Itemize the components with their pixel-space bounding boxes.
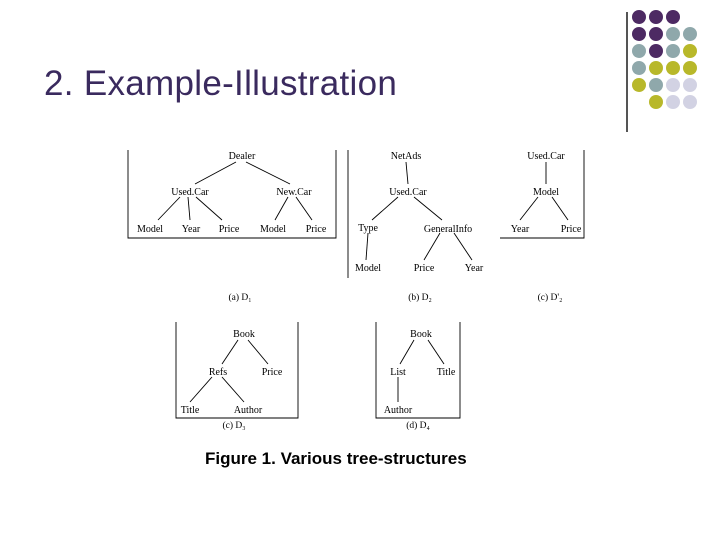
decorative-dot — [666, 27, 680, 41]
tree-d1-frame — [127, 150, 337, 239]
figure-caption: Figure 1. Various tree-structures — [205, 449, 467, 468]
decorative-dot — [666, 78, 680, 92]
decorative-dot — [649, 10, 663, 24]
tree-d1-node-usedcar: Used.Car — [171, 187, 209, 198]
tree-d4-caption: (d) D₄ — [406, 420, 430, 431]
tree-d4-node-title: Title — [437, 367, 456, 378]
tree-d2prime-frame — [500, 150, 585, 239]
decorative-dot — [632, 44, 646, 58]
tree-d4-node-book: Book — [410, 329, 432, 340]
tree-d2prime-node-year: Year — [511, 224, 530, 235]
tree-d2-node-usedcar: Used.Car — [389, 187, 427, 198]
decorative-dot — [649, 27, 663, 41]
tree-d4-node-list: List — [390, 367, 406, 378]
slide-title: 2. Example-Illustration — [44, 64, 398, 103]
decorative-dot — [666, 61, 680, 75]
tree-d1-node-dealer: Dealer — [229, 151, 256, 162]
tree-d2-node-netads: NetAds — [391, 151, 422, 162]
decorative-dot — [632, 61, 646, 75]
tree-d4-node-author: Author — [384, 405, 413, 416]
tree-d3-node-price: Price — [262, 367, 283, 378]
tree-d1-node-model: Model — [137, 224, 163, 235]
decorative-dot — [649, 61, 663, 75]
decorative-divider — [626, 12, 628, 132]
tree-d3-node-title: Title — [181, 405, 200, 416]
decorative-dot — [683, 27, 697, 41]
tree-d1-node-year: Year — [182, 224, 201, 235]
tree-d1-caption: (a) D₁ — [228, 292, 251, 303]
tree-d3-node-refs: Refs — [209, 367, 227, 378]
decorative-dot — [666, 44, 680, 58]
tree-d2-node-type: Type — [358, 223, 378, 234]
tree-d3-node-book: Book — [233, 329, 255, 340]
tree-d2-node-price: Price — [414, 263, 435, 274]
decorative-dot — [649, 95, 663, 109]
tree-d2prime-node-price: Price — [561, 224, 582, 235]
decorative-dot — [666, 95, 680, 109]
tree-d2-node-model: Model — [355, 263, 381, 274]
tree-d3-node-author: Author — [234, 405, 263, 416]
tree-d1-node-newcar: New.Car — [276, 187, 312, 198]
tree-d2-node-year: Year — [465, 263, 484, 274]
decorative-dot — [649, 44, 663, 58]
tree-d4-frame — [375, 322, 461, 419]
tree-d1-node-price: Price — [219, 224, 240, 235]
decorative-dot — [683, 44, 697, 58]
tree-d2prime-node-usedcar: Used.Car — [527, 151, 565, 162]
decorative-dot — [683, 61, 697, 75]
tree-d2prime-node-model: Model — [533, 187, 559, 198]
decorative-dot — [632, 10, 646, 24]
decorative-dot — [666, 10, 680, 24]
tree-d1-node-price-2: Price — [306, 224, 327, 235]
tree-d1-node-model-2: Model — [260, 224, 286, 235]
decorative-dot — [632, 78, 646, 92]
decorative-dot — [632, 27, 646, 41]
decorative-dot — [683, 78, 697, 92]
decorative-dot — [683, 95, 697, 109]
tree-d2-caption: (b) D₂ — [408, 292, 432, 303]
decorative-dot — [649, 78, 663, 92]
tree-d2-node-generalinfo: GeneralInfo — [424, 224, 472, 235]
tree-d2prime-caption: (c) D'₂ — [538, 292, 563, 303]
tree-d3-caption: (c) D₃ — [222, 420, 245, 431]
tree-d3-frame — [175, 322, 299, 419]
